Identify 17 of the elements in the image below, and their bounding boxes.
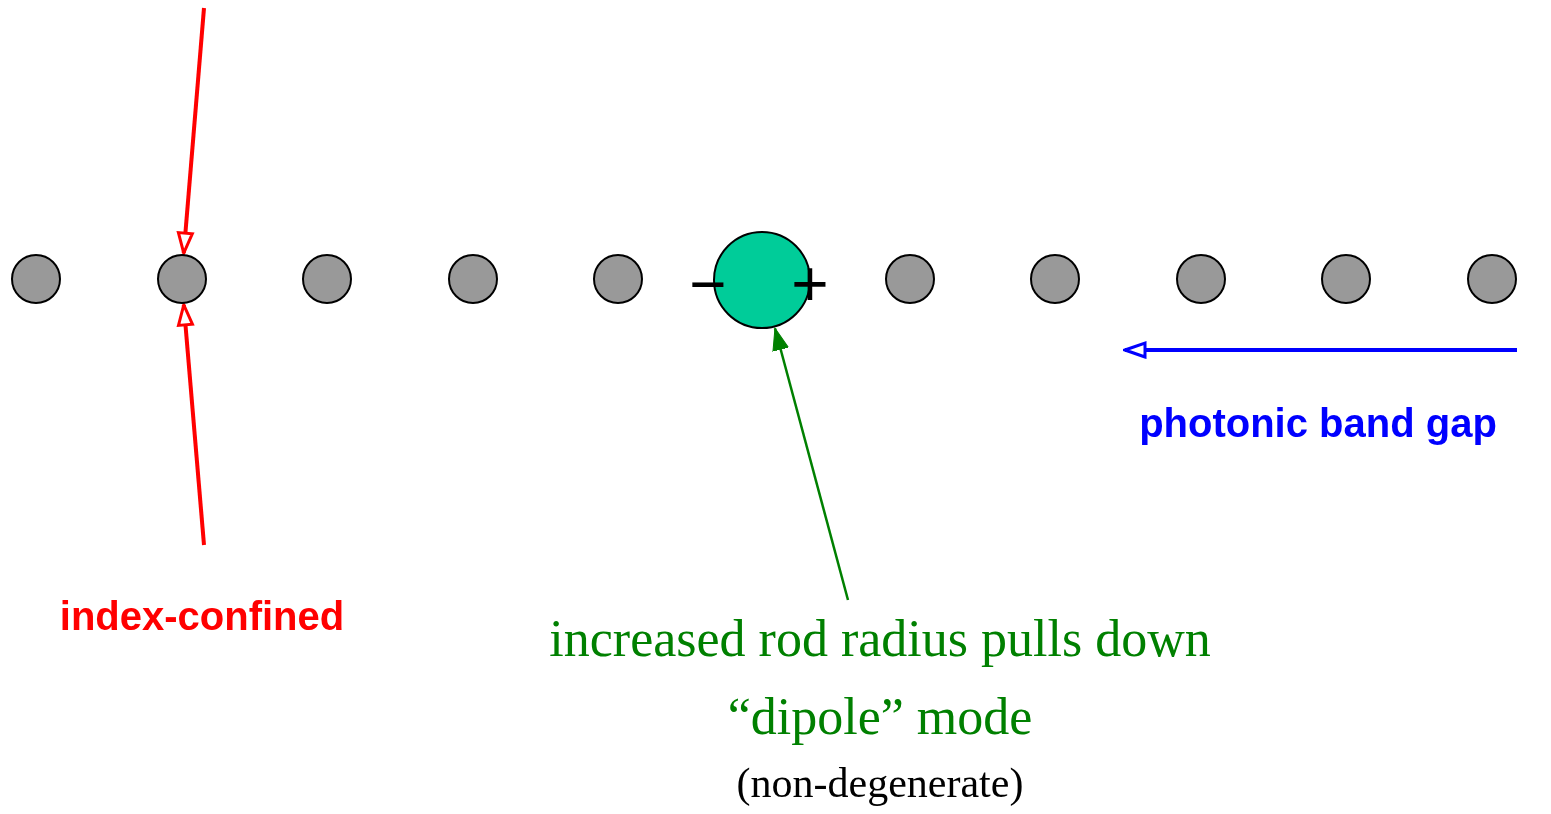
note-text: (non-degenerate) (736, 759, 1024, 808)
rod-circle (156, 254, 207, 304)
rod-circle (302, 254, 353, 304)
arrow (177, 303, 206, 546)
rod-circle (1030, 254, 1081, 304)
leader-line (772, 327, 850, 601)
rod-circle (11, 254, 61, 304)
annotation-label: photonic band gap (1139, 403, 1497, 443)
rod-circle (1467, 254, 1517, 304)
rod-circle (1321, 254, 1372, 304)
arrow (176, 7, 206, 255)
rod-circle (1175, 254, 1226, 304)
rod-circle (884, 254, 935, 304)
rod-circle (593, 254, 644, 304)
annotation-text: increased rod radius pulls down “dipole” mode (548, 609, 1212, 747)
annotation-label: index-confined (59, 596, 345, 636)
rod-circle (447, 254, 498, 304)
